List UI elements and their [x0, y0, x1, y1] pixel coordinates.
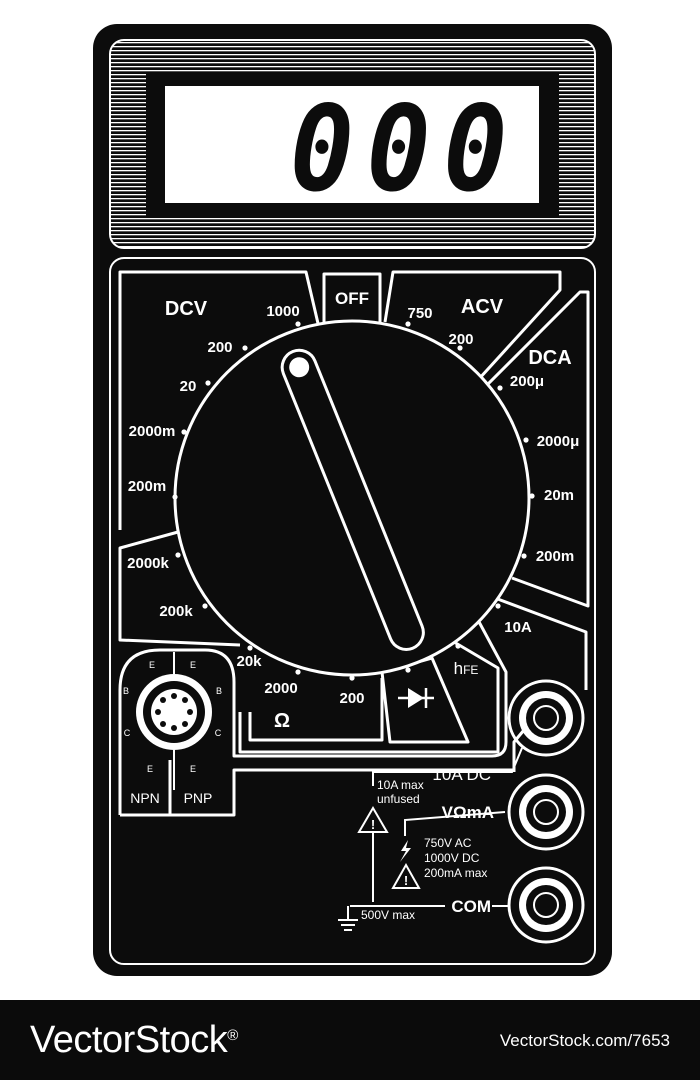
- warning-icon-v-ohm-ma: !: [391, 862, 421, 889]
- acv-label: ACV: [461, 296, 504, 318]
- npn-label: NPN: [130, 790, 160, 806]
- unfused-label: unfused: [377, 792, 420, 806]
- acv-range-outline: [383, 270, 562, 382]
- dial-pointer[interactable]: [277, 345, 428, 654]
- a10-range-label: 10A: [504, 619, 532, 636]
- ohm-label: Ω: [274, 710, 290, 732]
- socket-box: [118, 619, 508, 815]
- socket-pin-c-npn: C: [124, 728, 131, 738]
- dcv-200m-label: 200m: [128, 478, 166, 495]
- rating-1000v-dc: 1000V DC: [424, 851, 480, 865]
- rating-750v-ac: 750V AC: [424, 836, 472, 850]
- acv-750-label: 750: [407, 305, 432, 322]
- jack-v-ohm-ma[interactable]: [507, 773, 585, 851]
- off-box: [322, 272, 382, 322]
- dca-200u-label: 200μ: [510, 373, 544, 390]
- a10-max-label: 10A max: [377, 778, 424, 792]
- lcd-reading: 000: [290, 80, 520, 218]
- transistor-socket: [136, 652, 212, 790]
- socket-pin-b-npn: B: [123, 686, 129, 696]
- ohm-200k-label: 200k: [159, 603, 193, 620]
- socket-pin-e-pnp-top: E: [190, 660, 196, 670]
- jack-10a[interactable]: [507, 679, 585, 757]
- diode-icon: [398, 688, 434, 708]
- socket-pin-c-pnp: C: [215, 728, 222, 738]
- svg-text:!: !: [371, 817, 375, 832]
- ohm-range-outline: [118, 530, 241, 647]
- dcv-range-outline: [118, 270, 322, 530]
- socket-pin-e-npn-bottom: E: [147, 764, 153, 774]
- brand-name: VectorStock: [30, 1019, 228, 1061]
- multimeter-illustration: 000 OFF DCV ACV DCA Ω 100: [93, 24, 612, 976]
- lcd-screen: [165, 86, 539, 203]
- max-500v-label: 500V max: [361, 908, 415, 922]
- jack-com[interactable]: [507, 866, 585, 944]
- ohm-20k-label: 20k: [236, 653, 262, 670]
- warning-icon-10a: !: [357, 806, 389, 833]
- hfe-label: hFE: [454, 659, 479, 678]
- dcv-1000-label: 1000: [266, 303, 299, 320]
- acv-200-label: 200: [448, 331, 473, 348]
- dcv-200-label: 200: [207, 339, 232, 356]
- pnp-label: PNP: [184, 790, 213, 806]
- front-panel: [109, 257, 596, 965]
- off-label: OFF: [335, 289, 369, 308]
- dcv-label: DCV: [165, 298, 208, 320]
- brand-logo: VectorStock®: [30, 1015, 238, 1065]
- ohm-2000-label: 2000: [264, 680, 297, 697]
- v-ohm-ma-label: VΩmA: [442, 803, 494, 822]
- a10-dc-label: 10A DC: [432, 765, 491, 784]
- ohm-200-label: 200: [339, 690, 364, 707]
- socket-pin-e-pnp-bottom: E: [190, 764, 196, 774]
- dca-200m-label: 200m: [536, 548, 574, 565]
- socket-pin-e-npn-top: E: [149, 660, 155, 670]
- dcv-2000m-label: 2000m: [129, 423, 176, 440]
- dca-range-outline: [484, 290, 590, 608]
- ohm-2000k-label: 2000k: [127, 555, 169, 572]
- dcv-20-label: 20: [180, 378, 197, 395]
- dca-label: DCA: [528, 347, 571, 369]
- dca-2000u-label: 2000μ: [537, 433, 580, 450]
- dca-20m-label: 20m: [544, 487, 574, 504]
- image-url: VectorStock.com/7653: [499, 1031, 670, 1050]
- watermark-footer: VectorStock® VectorStock.com/7653: [0, 1000, 700, 1080]
- rating-200ma-max: 200mA max: [424, 866, 487, 880]
- ohm-low-box: [248, 678, 384, 742]
- svg-text:!: !: [404, 873, 408, 888]
- com-label: COM: [451, 897, 491, 916]
- a10-range-outline: [494, 596, 588, 690]
- registered-mark: ®: [227, 1027, 238, 1044]
- socket-lower-box: [120, 768, 498, 817]
- high-voltage-icon: [400, 840, 411, 862]
- socket-pin-b-pnp: B: [216, 686, 222, 696]
